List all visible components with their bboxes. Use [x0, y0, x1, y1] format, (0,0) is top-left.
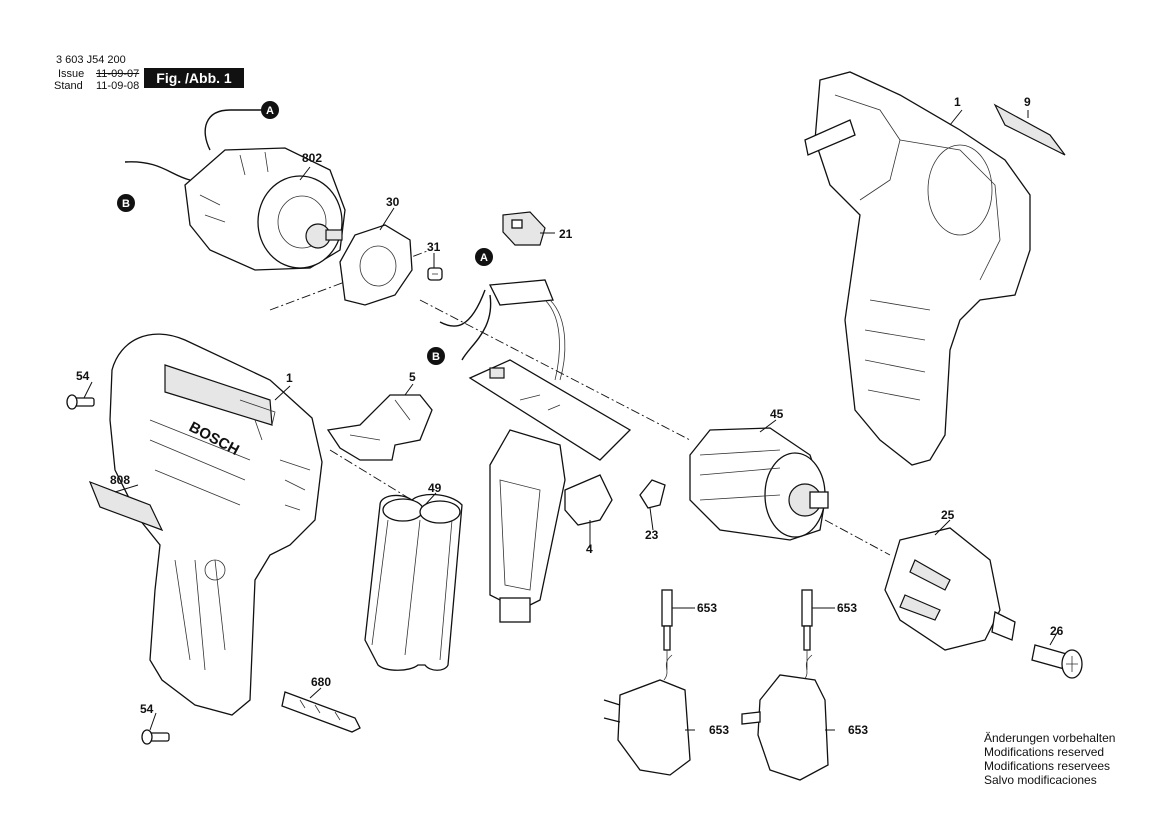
note-de: Änderungen vorbehalten — [984, 731, 1116, 745]
direction-switch-23 — [639, 479, 666, 509]
switch-cap-21 — [502, 211, 546, 246]
callout-4: 4 — [586, 542, 593, 556]
gearbox-45 — [689, 427, 829, 541]
modification-notes: Änderungen vorbehalten Modifications res… — [984, 731, 1115, 787]
screwdriver-bit-680 — [281, 691, 361, 733]
connector-b-board — [427, 347, 445, 365]
screw-31 — [427, 267, 443, 281]
issue-label: Issue — [58, 68, 85, 80]
screw-54-top — [66, 394, 95, 410]
connector-a-board — [475, 248, 493, 266]
callout-30: 30 — [386, 195, 400, 209]
callout-5: 5 — [409, 370, 416, 384]
connector-a-motor — [261, 101, 279, 119]
callout-808: 808 — [110, 473, 130, 487]
callout-54-top: 54 — [76, 369, 90, 383]
figure-title: Fig. /Abb. 1 — [144, 68, 244, 88]
charger-b — [741, 589, 829, 781]
connector-b-board-label: B — [432, 351, 440, 363]
label-strip-9 — [993, 103, 1066, 156]
stand-date: 11-09-08 — [96, 80, 140, 92]
chuck-25 — [884, 527, 1016, 651]
callout-653-a: 653 — [697, 601, 717, 615]
lever-5 — [326, 394, 433, 461]
issue-date: 11-09-07 — [96, 68, 140, 80]
callout-653-b: 653 — [837, 601, 857, 615]
switch-4 — [489, 429, 613, 623]
callout-653-d: 653 — [848, 723, 868, 737]
callout-1-left: 1 — [286, 371, 293, 385]
callout-680: 680 — [311, 675, 331, 689]
callout-26: 26 — [1050, 624, 1064, 638]
housing-left-1 — [109, 333, 323, 716]
housing-right-1 — [804, 71, 1031, 466]
callout-49: 49 — [428, 481, 442, 495]
part-number: 3 603 J54 200 — [56, 54, 126, 66]
battery-49 — [364, 493, 463, 671]
motor-plate-30 — [339, 224, 413, 306]
callout-9: 9 — [1024, 95, 1031, 109]
note-fr: Modifications reservees — [984, 759, 1111, 773]
motor-wire-b — [124, 161, 191, 181]
motor-wire-a — [204, 109, 262, 151]
connector-a-motor-label: A — [266, 105, 274, 117]
callout-802: 802 — [302, 151, 322, 165]
callout-45: 45 — [770, 407, 784, 421]
callout-1-right: 1 — [954, 95, 961, 109]
callout-23: 23 — [645, 528, 659, 542]
motor-802 — [184, 147, 346, 271]
connector-a-board-label: A — [480, 252, 488, 264]
connector-b-motor-label: B — [122, 198, 130, 210]
note-en: Modifications reserved — [984, 745, 1105, 759]
note-es: Salvo modificaciones — [984, 773, 1097, 787]
callout-653-c: 653 — [709, 723, 729, 737]
nameplate-808 — [88, 480, 164, 532]
callout-54-bottom: 54 — [140, 702, 154, 716]
callout-31: 31 — [427, 240, 441, 254]
charger-a — [603, 589, 691, 776]
callout-21: 21 — [559, 227, 573, 241]
screw-54-bottom — [141, 729, 170, 745]
stand-label: Stand — [54, 80, 83, 92]
callout-25: 25 — [941, 508, 955, 522]
connector-b-motor — [117, 194, 135, 212]
screw-26 — [1031, 644, 1083, 679]
electronics-board — [439, 279, 632, 461]
